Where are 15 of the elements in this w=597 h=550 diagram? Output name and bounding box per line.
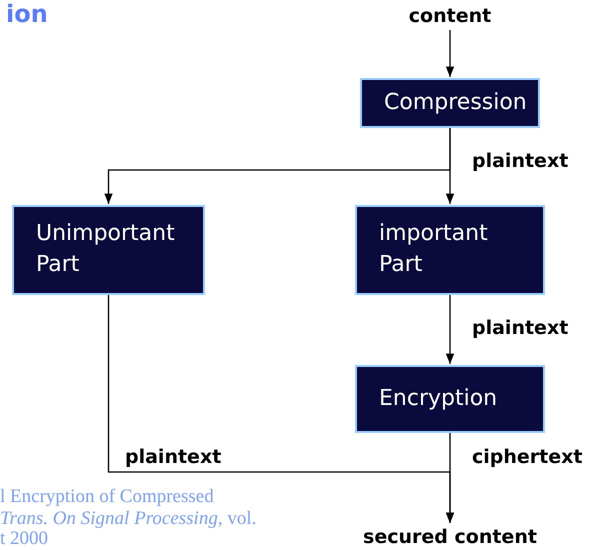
arrow: [446, 30, 454, 77]
process-box: Compression: [360, 78, 540, 128]
node-text: secured content: [363, 526, 537, 548]
reference-text: l Encryption of Compressed: [0, 486, 214, 508]
process-box: Unimportant Part: [12, 205, 205, 295]
process-box: Encryption: [355, 365, 545, 433]
arrow: [446, 295, 454, 364]
node-text: content: [408, 5, 492, 27]
title: ion: [6, 0, 48, 28]
edge-label: ciphertext: [470, 446, 584, 468]
process-box: important Part: [355, 205, 545, 295]
arrow: [446, 433, 454, 523]
reference-text: Trans. On Signal Processing, vol.: [0, 508, 256, 530]
reference-text: t 2000: [0, 528, 48, 550]
arrow: [446, 128, 454, 204]
